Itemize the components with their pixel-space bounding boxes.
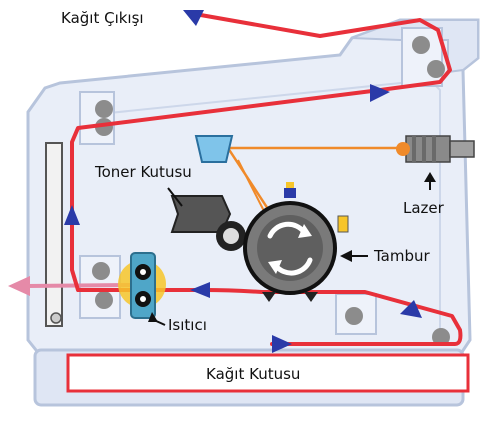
heater-label-pointer [153,319,166,326]
mirror-icon [194,135,234,163]
paper-exit-label: Kağıt Çıkışı [61,9,144,27]
paper-tray-label: Kağıt Kutusu [206,365,300,383]
roller [95,291,113,309]
paper-tray-outline [66,353,470,393]
roller [412,36,430,54]
path-arrow [272,335,292,353]
heater-label-arrow [148,312,158,322]
roller-housing-top-left [79,91,115,145]
drum-icon [243,182,349,302]
fuser-roller-upper-core [140,269,146,275]
path-arrow [190,282,210,298]
path-arrow [64,205,80,225]
manual-feed-roller [50,312,62,324]
toner-cartridge-icon [170,195,246,251]
roller [92,262,110,280]
laser-label-arrow [424,172,436,182]
toner-box-label: Toner Kutusu [94,163,192,181]
laser-label: Lazer [403,199,445,217]
drum-label-arrow [340,250,352,262]
roller [427,60,445,78]
laser-unit-icon [396,135,475,163]
path-arrow [400,300,422,318]
drum-label: Tambur [373,247,431,265]
heater-label: Isıtıcı [168,316,207,334]
roller [95,100,113,118]
path-arrow [183,10,204,26]
fuser-roller-lower-core [140,296,146,302]
manual-feed-slot [45,142,63,327]
side-exit-path [27,283,131,288]
laser-beam-down [237,159,266,214]
roller [345,307,363,325]
roller [432,328,450,346]
side-exit-arrow [8,276,30,296]
fuser-block [130,252,156,319]
toner-label-pointer [167,187,183,207]
path-arrow [370,84,390,102]
